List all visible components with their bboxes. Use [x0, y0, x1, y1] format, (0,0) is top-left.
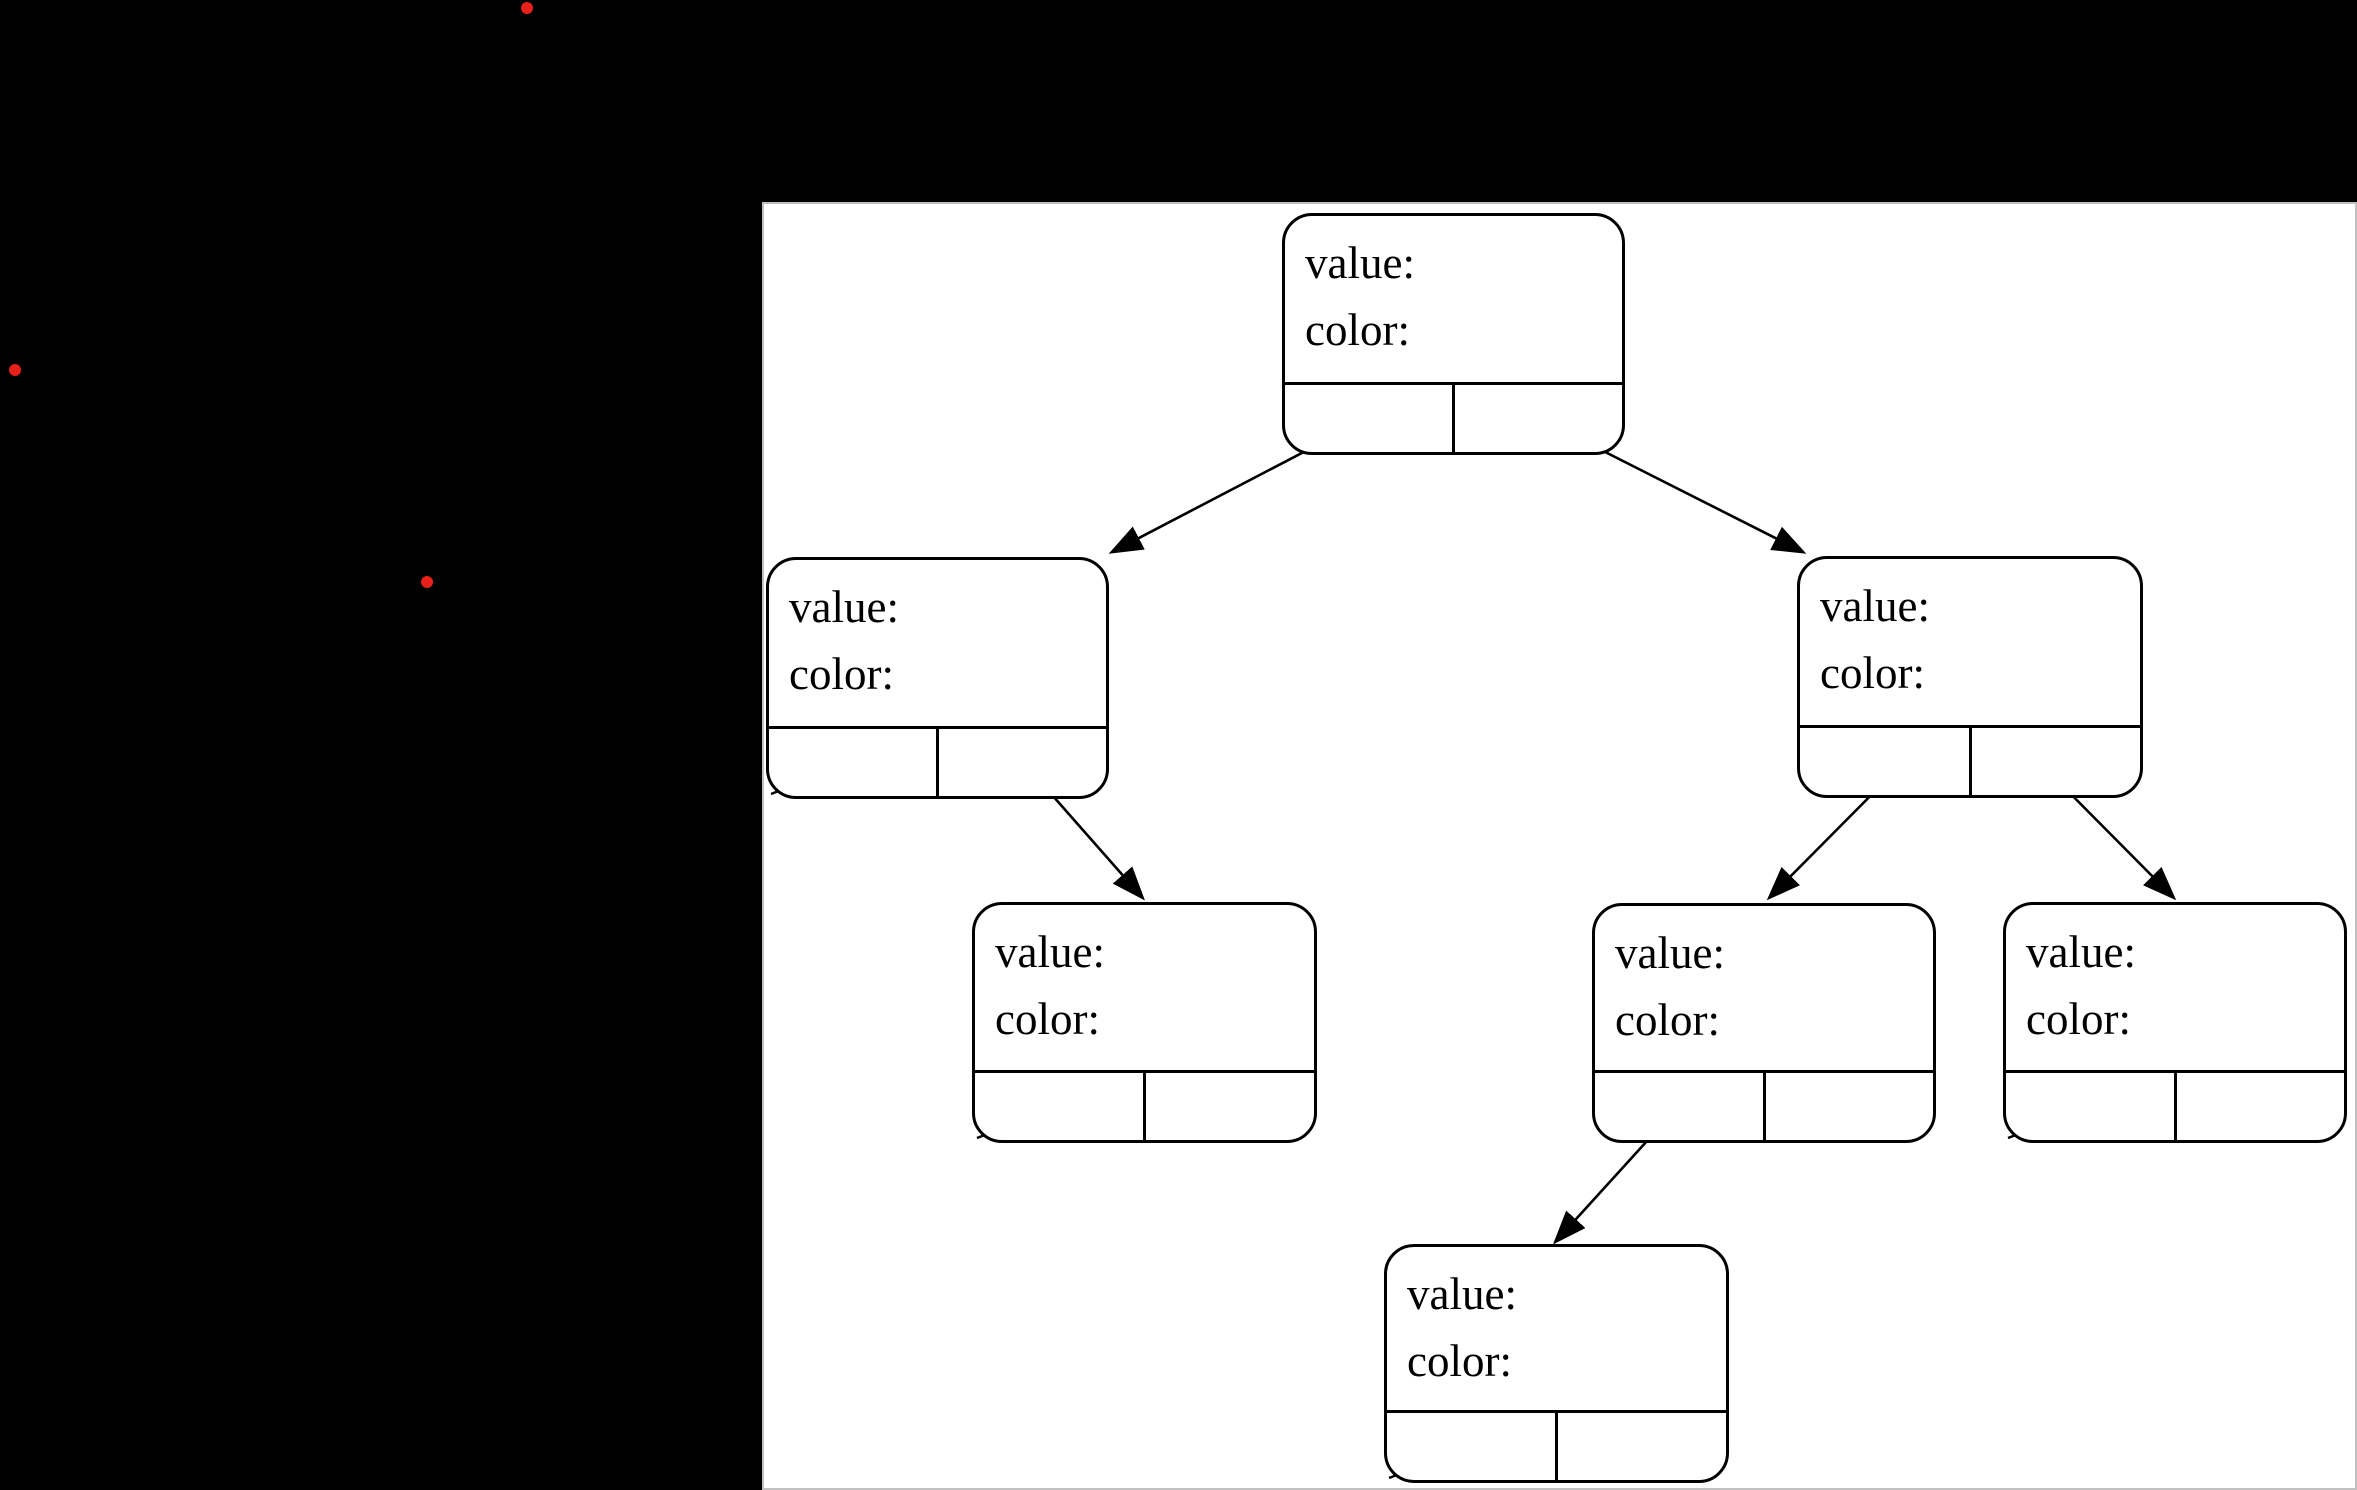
- node-fields: value: color:: [1800, 559, 2140, 725]
- node-fields: value: color:: [1285, 216, 1622, 382]
- pointer-row: [975, 1070, 1314, 1140]
- right-pointer-cell: [1558, 1413, 1726, 1480]
- red-dots-layer: [9, 2, 533, 588]
- color-field-label: color:: [1615, 995, 1720, 1045]
- value-field-label: value:: [995, 927, 1105, 977]
- left-pointer-cell: [1800, 728, 1972, 795]
- value-field-label: value:: [789, 582, 899, 632]
- node-fields: value: color:: [1387, 1247, 1726, 1410]
- value-field-label: value:: [1407, 1269, 1517, 1319]
- color-field-label: color:: [1305, 305, 1410, 355]
- color-field-label: color:: [1820, 648, 1925, 698]
- color-field-label: color:: [995, 994, 1100, 1044]
- red-dot: [9, 364, 21, 376]
- left-pointer-cell: [1285, 385, 1455, 452]
- color-field-label: color:: [789, 649, 894, 699]
- pointer-row: [1800, 725, 2140, 795]
- pointer-row: [769, 726, 1106, 796]
- left-pointer-cell: [769, 729, 939, 796]
- red-dot: [421, 576, 433, 588]
- pointer-row: [2006, 1070, 2344, 1140]
- right-pointer-cell: [1972, 728, 2141, 795]
- pointer-row: [1595, 1070, 1933, 1140]
- right-pointer-cell: [2177, 1073, 2345, 1140]
- node-fields: value: color:: [2006, 905, 2344, 1070]
- tree-node-right-left-grandchild: value: color:: [1592, 903, 1936, 1143]
- value-field-label: value:: [2026, 927, 2136, 977]
- left-pointer-cell: [975, 1073, 1146, 1140]
- right-pointer-cell: [1146, 1073, 1314, 1140]
- tree-node-right-right-grandchild: value: color:: [2003, 902, 2347, 1143]
- value-field-label: value:: [1615, 928, 1725, 978]
- value-field-label: value:: [1305, 238, 1415, 288]
- left-pointer-cell: [2006, 1073, 2177, 1140]
- pointer-row: [1285, 382, 1622, 452]
- tree-node-bottom-node: value: color:: [1384, 1244, 1729, 1483]
- color-field-label: color:: [2026, 994, 2131, 1044]
- right-pointer-cell: [939, 729, 1106, 796]
- tree-node-left-right-grandchild: value: color:: [972, 902, 1317, 1143]
- node-fields: value: color:: [975, 905, 1314, 1070]
- value-field-label: value:: [1820, 581, 1930, 631]
- left-pointer-cell: [1387, 1413, 1558, 1480]
- right-pointer-cell: [1455, 385, 1622, 452]
- pointer-row: [1387, 1410, 1726, 1480]
- tree-node-left-child: value: color:: [766, 557, 1109, 799]
- red-dot: [521, 2, 533, 14]
- left-pointer-cell: [1595, 1073, 1766, 1140]
- color-field-label: color:: [1407, 1336, 1512, 1386]
- tree-node-root: value: color:: [1282, 213, 1625, 455]
- node-fields: value: color:: [769, 560, 1106, 726]
- tree-node-right-child: value: color:: [1797, 556, 2143, 798]
- right-pointer-cell: [1766, 1073, 1934, 1140]
- node-fields: value: color:: [1595, 906, 1933, 1070]
